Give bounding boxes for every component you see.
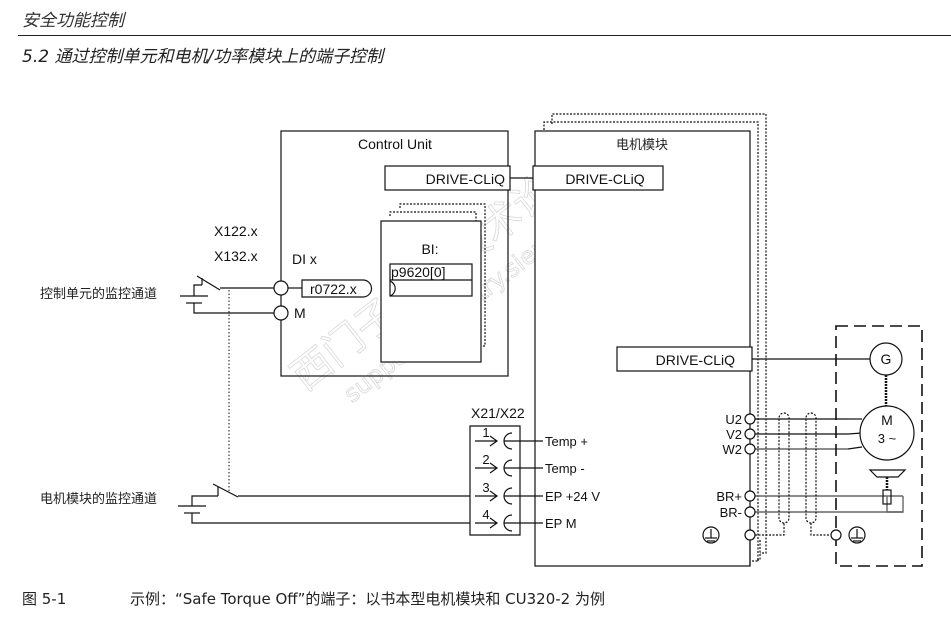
section-title: 安全功能控制: [22, 11, 124, 31]
mm-shadow-2: [551, 113, 767, 554]
connector-pin: 3 EP +24 V: [475, 480, 600, 505]
motor-pe-terminal: [830, 529, 842, 541]
cu-drive-cliq-box: [384, 165, 511, 191]
encoder-drive-cliq-label: DRIVE-CLiQ: [656, 352, 735, 368]
connector-pin: 4 EP M: [475, 507, 577, 532]
pin-label: EP M: [545, 516, 577, 531]
encoder-label: G: [881, 351, 892, 367]
output-label: V2: [726, 427, 742, 442]
brake-icon: [868, 469, 907, 505]
bi-param-value: p9620[0]: [391, 264, 446, 280]
motor-label: M: [881, 412, 893, 428]
di-terminal: [273, 280, 289, 296]
bi-input-connector: [389, 280, 396, 297]
motor-module-title: 电机模块: [616, 138, 668, 153]
pin-label: Temp +: [545, 434, 588, 449]
motor-enclosure: [835, 325, 923, 567]
pin-label: EP +24 V: [545, 489, 600, 504]
cu-switch-icon: [196, 275, 274, 291]
terminal-x132: X132.x: [214, 248, 258, 264]
output-label: U2: [725, 412, 742, 427]
cable-shields: [755, 412, 836, 561]
subsection-title: 5.2 通过控制单元和电机/功率模块上的端子控制: [22, 47, 384, 67]
pin-number: 2: [482, 452, 489, 467]
connector-label: X21/X22: [471, 405, 525, 421]
motor-ground-icon: [848, 526, 866, 544]
motor-phases: 3 ~: [878, 431, 897, 446]
output-label: BR+: [716, 489, 742, 504]
output-terminal: U2: [725, 412, 862, 427]
pin-number: 1: [482, 425, 489, 440]
output-terminal: BR-: [720, 505, 903, 520]
output-label: W2: [723, 442, 743, 457]
r0722-output-box: [301, 279, 373, 298]
encoder-drive-cliq-box: [616, 346, 753, 372]
mm-shadow-1: [543, 121, 759, 562]
pin-label: Temp -: [545, 461, 585, 476]
control-unit-box: [280, 130, 509, 377]
mm-drive-cliq-box: [532, 165, 664, 191]
mm-battery-icon: [178, 495, 470, 524]
output-terminal: V2: [726, 427, 863, 442]
cu-drive-cliq-label: DRIVE-CLiQ: [426, 171, 505, 187]
bi-shadow-2: [399, 203, 486, 347]
mm-monitoring-channel-label: 电机模块的监控通道: [40, 491, 157, 507]
output-label: BR-: [720, 505, 742, 520]
bi-label: BI:: [421, 241, 438, 257]
mm-switch-icon: [212, 483, 470, 498]
header-divider: [18, 35, 951, 36]
connector-body: [469, 425, 521, 536]
pin-number: 3: [482, 480, 489, 495]
motor-circle: [859, 405, 915, 461]
mm-drive-cliq-label: DRIVE-CLiQ: [565, 171, 644, 187]
di-label: DI x: [292, 251, 317, 267]
bi-box: [380, 220, 482, 363]
m-label: M: [294, 305, 306, 321]
terminal-x122: X122.x: [214, 223, 258, 239]
cu-battery-icon: [180, 284, 274, 314]
cu-monitoring-channel-label: 控制单元的监控通道: [40, 286, 157, 302]
figure-caption: 示例：“Safe Torque Off”的端子：以书本型电机模块和 CU320-…: [130, 590, 605, 608]
pin-number: 4: [482, 507, 489, 522]
r0722-label: r0722.x: [310, 281, 357, 297]
output-terminal: BR+: [716, 489, 903, 504]
figure-number: 图 5-1: [22, 590, 67, 608]
output-terminal: W2: [723, 442, 863, 457]
m-terminal: [273, 305, 289, 321]
control-unit-title: Control Unit: [358, 136, 432, 152]
